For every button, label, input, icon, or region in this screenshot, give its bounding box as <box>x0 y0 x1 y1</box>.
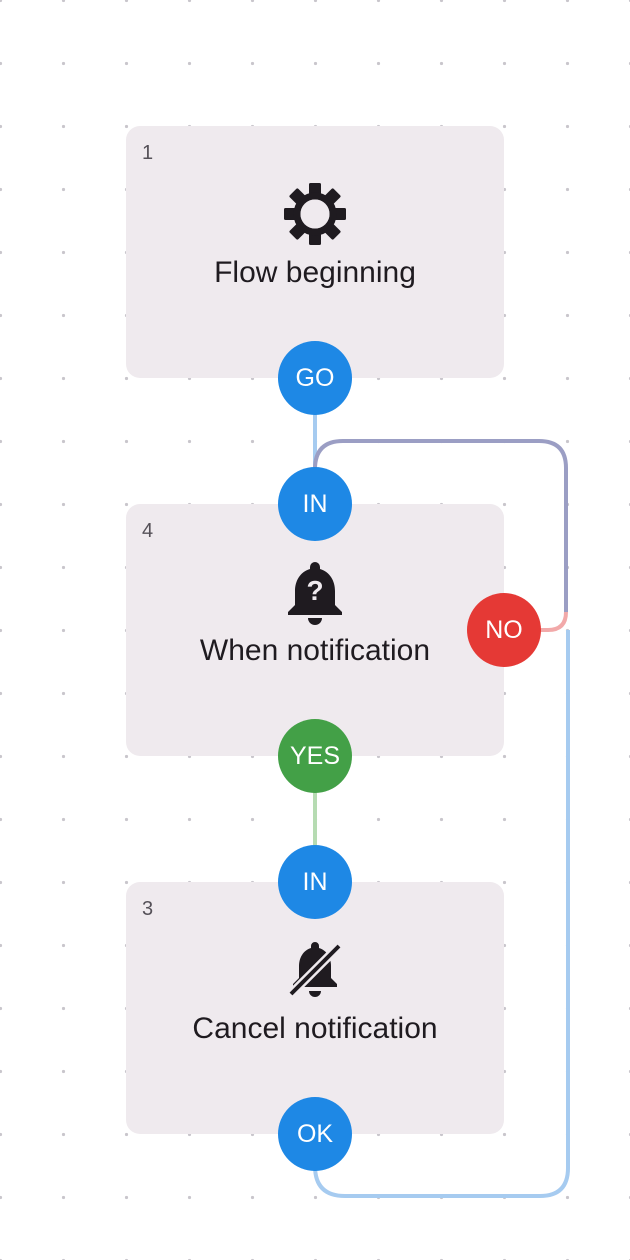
node-when-notification[interactable]: 4 ? When notification <box>126 504 504 756</box>
gear-icon <box>126 178 504 250</box>
in-port-cancel-notification[interactable]: IN <box>278 845 352 919</box>
node-number: 4 <box>142 520 154 542</box>
node-number: 1 <box>142 142 154 164</box>
node-number: 3 <box>142 898 154 920</box>
node-title: Flow beginning <box>214 256 416 289</box>
ok-port[interactable]: OK <box>278 1097 352 1171</box>
svg-text:?: ? <box>306 575 323 606</box>
bell-question-icon: ? <box>126 556 504 628</box>
node-title: Cancel notification <box>192 1012 438 1045</box>
go-port[interactable]: GO <box>278 341 352 415</box>
node-title: When notification <box>199 634 431 667</box>
in-port-when-notification[interactable]: IN <box>278 467 352 541</box>
node-flow-beginning[interactable]: 1 Flow beginning <box>126 126 504 378</box>
yes-port[interactable]: YES <box>278 719 352 793</box>
wire-no-segment <box>504 611 568 632</box>
wire-no-loop-to-when-notification <box>313 439 568 612</box>
wire-ok-loop-to-when-notification <box>313 630 570 1198</box>
bell-off-icon <box>126 934 504 1006</box>
no-port[interactable]: NO <box>467 593 541 667</box>
node-cancel-notification[interactable]: 3 Cancel notification <box>126 882 504 1134</box>
